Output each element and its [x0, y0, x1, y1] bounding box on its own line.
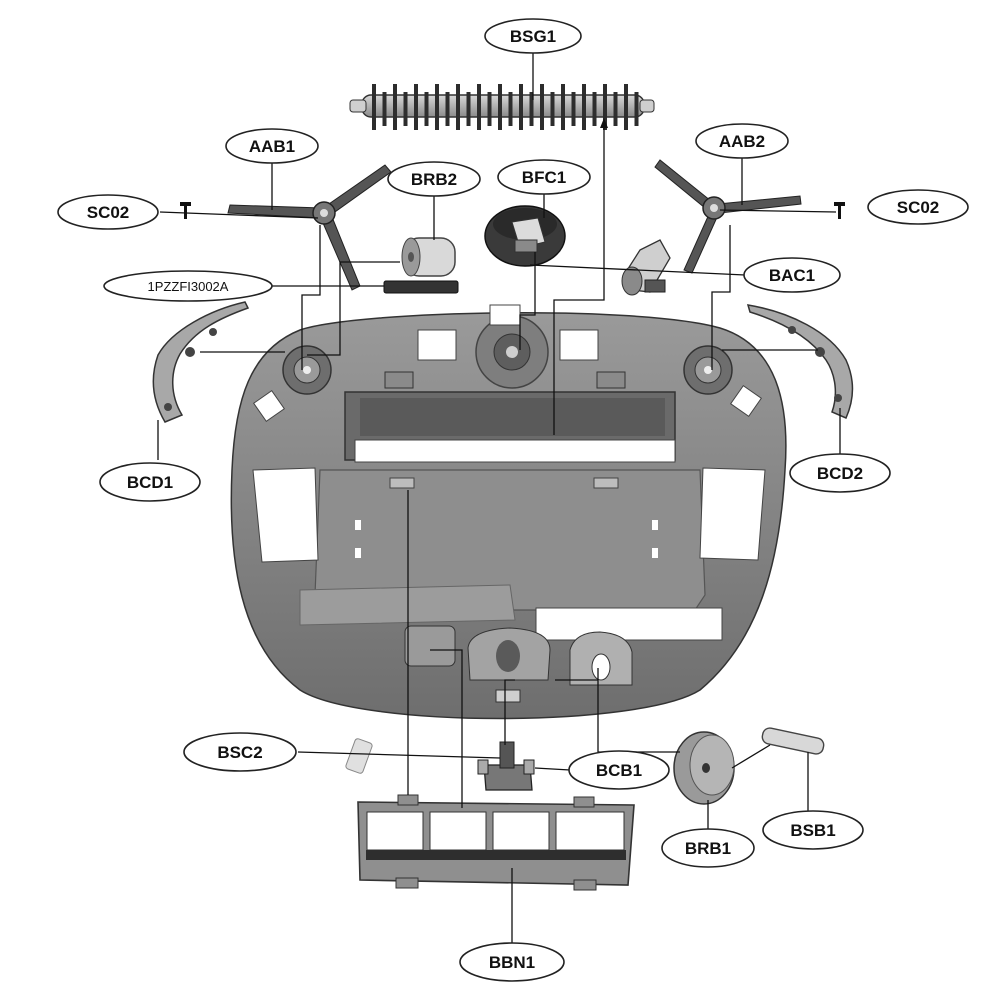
clip-bracket-bcb1	[477, 741, 535, 791]
brush-bristle	[424, 92, 429, 126]
svg-text:BAC1: BAC1	[769, 266, 815, 285]
side-brush-right	[654, 159, 802, 274]
front-caster-bfc1	[484, 205, 566, 267]
caster-axle-bac1	[621, 239, 671, 296]
roller-shaft-bsb1	[761, 727, 825, 755]
brush-bristle	[592, 92, 597, 126]
main-brush-roller	[349, 84, 655, 130]
label-bcd1: BCD1	[99, 462, 201, 502]
svg-text:BSG1: BSG1	[510, 27, 556, 46]
label-aab1: AAB1	[225, 128, 319, 164]
svg-text:AAB2: AAB2	[719, 132, 765, 151]
svg-text:BRB2: BRB2	[411, 170, 457, 189]
svg-text:BRB1: BRB1	[685, 839, 731, 858]
rubber-strip-part	[383, 280, 459, 294]
side-cover-right-bcd2	[746, 304, 854, 419]
brush-bristle	[561, 84, 565, 130]
label-part-number: 1PZZFI3002A	[103, 270, 273, 302]
brush-bristle	[529, 92, 534, 126]
label-sc02-left: SC02	[57, 194, 159, 230]
brush-bristle	[550, 92, 555, 126]
svg-text:SC02: SC02	[897, 198, 940, 217]
screw-left	[180, 202, 191, 219]
svg-text:AAB1: AAB1	[249, 137, 295, 156]
side-brush-left	[227, 164, 392, 291]
brush-bristle	[498, 84, 502, 130]
svg-text:BBN1: BBN1	[489, 953, 535, 972]
brush-bristle	[382, 92, 387, 126]
svg-text:BCB1: BCB1	[596, 761, 642, 780]
brush-bristle	[603, 84, 607, 130]
brush-bristle	[508, 92, 513, 126]
label-bsg1: BSG1	[484, 18, 582, 54]
side-cover-left-bcd1	[152, 301, 250, 423]
brush-bristle	[393, 84, 397, 130]
label-sc02-right: SC02	[867, 189, 969, 225]
robot-bottom-chassis	[230, 304, 787, 720]
label-aab2: AAB2	[695, 123, 789, 159]
label-brb1: BRB1	[661, 828, 755, 868]
label-bcd2: BCD2	[789, 453, 891, 493]
brush-bristle	[634, 92, 639, 126]
brush-bristle	[624, 84, 628, 130]
brush-bristle	[466, 92, 471, 126]
brush-bristle	[487, 92, 492, 126]
brush-bristle	[582, 84, 586, 130]
label-brb2: BRB2	[387, 161, 481, 197]
label-bbn1: BBN1	[459, 942, 565, 982]
svg-text:1PZZFI3002A: 1PZZFI3002A	[148, 279, 229, 294]
leader-lines	[157, 52, 841, 948]
svg-text:BCD2: BCD2	[817, 464, 863, 483]
roller-wheel-brb2	[401, 237, 456, 277]
brush-bristle	[456, 84, 460, 130]
screw-right	[834, 202, 845, 219]
brush-bristle	[372, 84, 376, 130]
rear-roller-brb1	[673, 731, 735, 805]
svg-text:BCD1: BCD1	[127, 473, 173, 492]
brush-bristle	[403, 92, 408, 126]
small-strip-bsc2	[345, 738, 373, 774]
brush-bristle	[540, 84, 544, 130]
brush-bristle	[435, 84, 439, 130]
brush-bristle	[519, 84, 523, 130]
brush-bristle	[445, 92, 450, 126]
label-bcb1: BCB1	[568, 750, 670, 790]
brush-bristle	[414, 84, 418, 130]
label-bfc1: BFC1	[497, 159, 591, 195]
label-bsb1: BSB1	[762, 810, 864, 850]
label-bsc2: BSC2	[183, 732, 297, 772]
svg-text:SC02: SC02	[87, 203, 130, 222]
label-bac1: BAC1	[743, 257, 841, 293]
svg-text:BSC2: BSC2	[217, 743, 262, 762]
brush-bristle	[477, 84, 481, 130]
svg-text:BSB1: BSB1	[790, 821, 835, 840]
svg-text:BFC1: BFC1	[522, 168, 566, 187]
brush-cover-bbn1	[357, 794, 635, 891]
brush-bristle	[613, 92, 618, 126]
brush-bristle	[571, 92, 576, 126]
